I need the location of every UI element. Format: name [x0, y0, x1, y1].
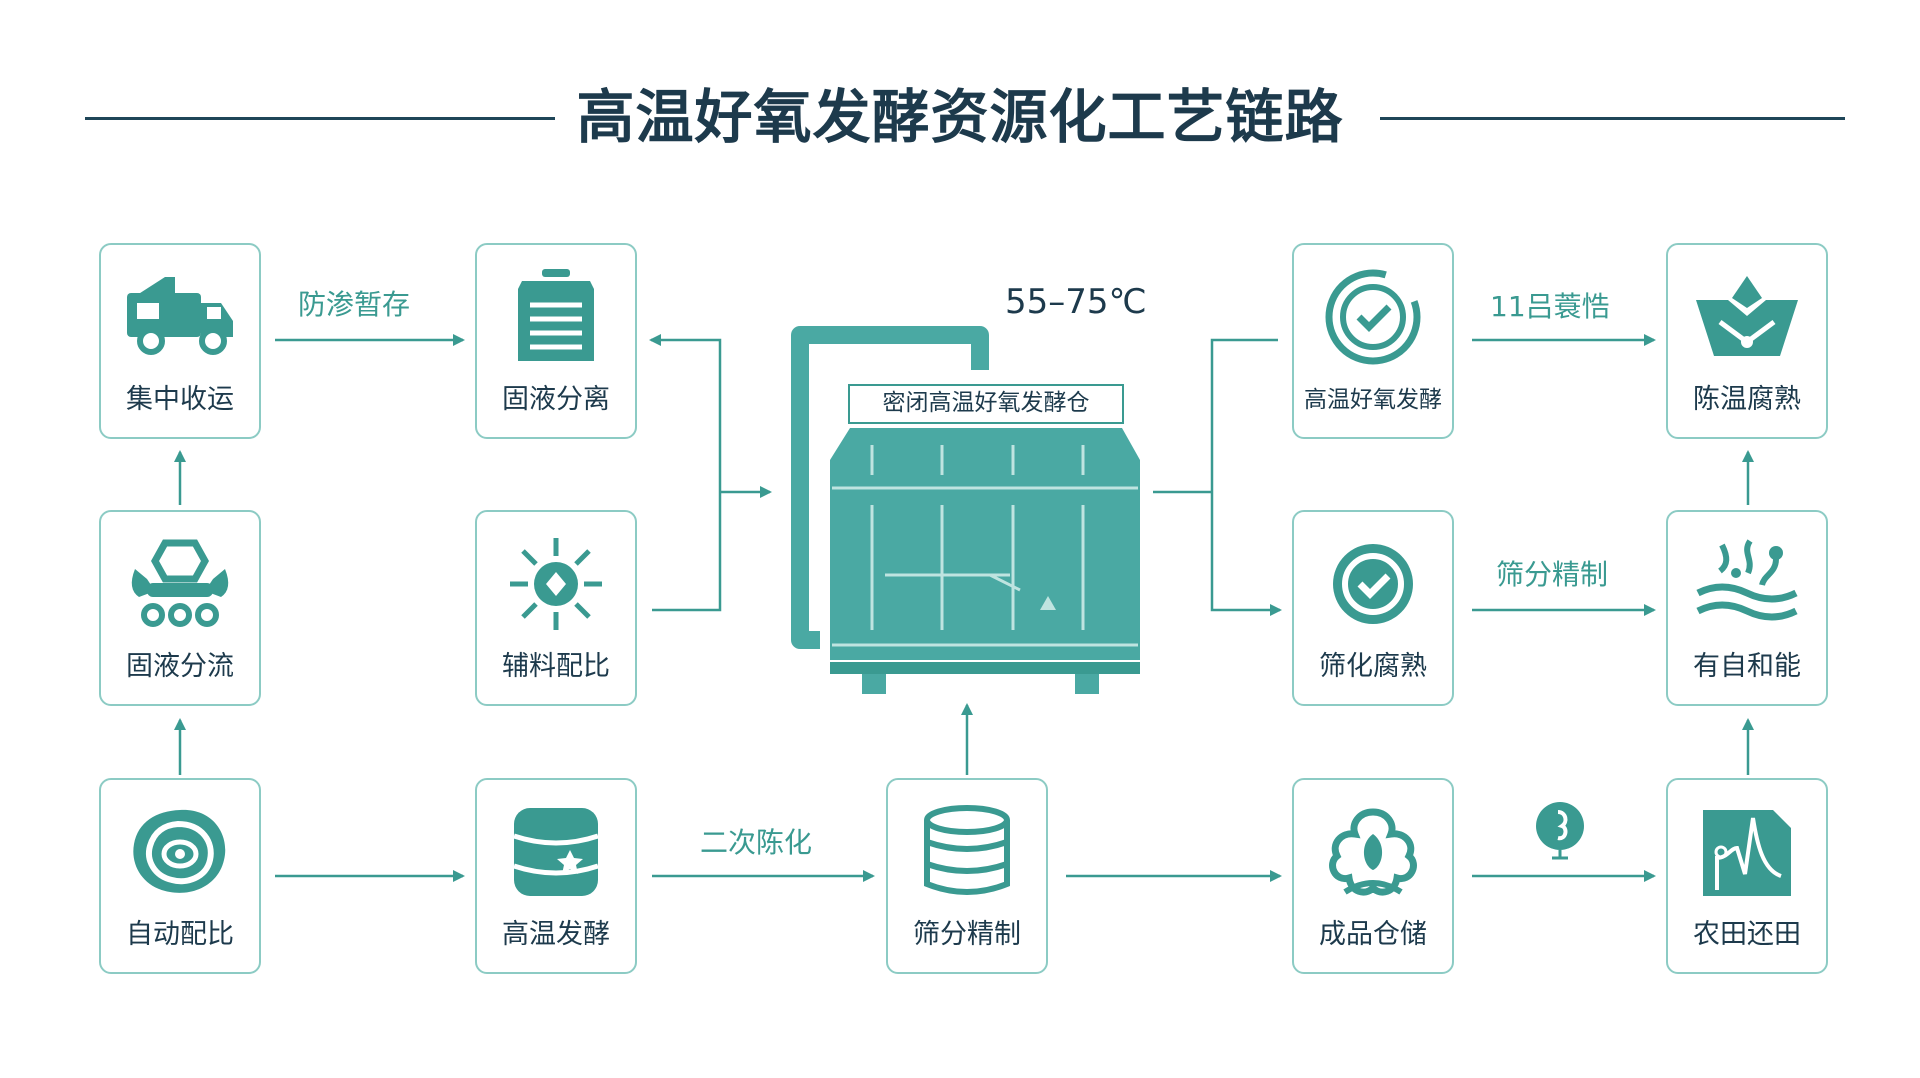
- node-label: 筛化腐熟: [1319, 651, 1427, 682]
- node-label: 成品仓储: [1319, 919, 1427, 950]
- node-label: 自动配比: [126, 919, 234, 950]
- node-storage: 成品仓储: [1292, 778, 1454, 974]
- temperature-label: 55–75℃: [1005, 282, 1147, 322]
- node-screen-mid: 筛分精制: [886, 778, 1048, 974]
- node-screen-mature: 筛化腐熟: [1292, 510, 1454, 706]
- database-icon: [477, 802, 635, 902]
- node-collect: 集中收运: [99, 243, 261, 439]
- edge-label-aerobic-aging: 11吕蓑悎: [1490, 290, 1610, 323]
- page-title: 高温好氧发酵资源化工艺链路: [576, 83, 1344, 151]
- edge-tank-to-aerobic: [1210, 338, 1278, 492]
- node-label: 农田还田: [1693, 919, 1801, 950]
- node-separate: 固液分离: [475, 243, 637, 439]
- basket-icon: [1668, 267, 1826, 367]
- title-rule-left: [85, 117, 555, 120]
- machine-icon: [101, 534, 259, 634]
- node-label: 高温好氧发酵: [1304, 387, 1442, 413]
- check-circle-icon: [1294, 267, 1452, 367]
- node-label: 陈温腐熟: [1693, 384, 1801, 415]
- edge-label-mature-organic: 筛分精制: [1496, 558, 1609, 591]
- flower-icon: [1294, 802, 1452, 902]
- node-ferment: 高温发酵: [475, 778, 637, 974]
- fermentation-tank-icon: [791, 326, 1140, 694]
- tank-icon: [477, 267, 635, 367]
- pin-badge-icon: [1528, 798, 1592, 862]
- truck-icon: [101, 267, 259, 367]
- node-label: 筛分精制: [913, 919, 1021, 950]
- edge-label-collect-separate: 防渗暂存: [298, 288, 411, 321]
- node-aging: 陈温腐熟: [1666, 243, 1828, 439]
- edge-additive-bracket: [649, 334, 722, 612]
- edge-tank-to-mature: [1210, 492, 1282, 616]
- database-icon: [888, 802, 1046, 902]
- node-field: 农田还田: [1666, 778, 1828, 974]
- node-label: 固液分流: [126, 651, 234, 682]
- node-label: 有自和能: [1693, 651, 1801, 682]
- water-icon: [1668, 534, 1826, 634]
- burst-icon: [477, 534, 635, 634]
- node-label: 辅料配比: [502, 651, 610, 682]
- title-rule-right: [1380, 117, 1845, 120]
- node-label: 集中收运: [126, 384, 234, 415]
- node-label: 高温发酵: [502, 919, 610, 950]
- node-auto-ratio: 自动配比: [99, 778, 261, 974]
- node-additive: 辅料配比: [475, 510, 637, 706]
- tank-label: 密闭高温好氧发酵仓: [848, 384, 1124, 424]
- edge-label-ferment-screen: 二次陈化: [700, 826, 813, 859]
- check-badge-icon: [1294, 534, 1452, 634]
- field-icon: [1668, 802, 1826, 902]
- node-aerobic: 高温好氧发酵: [1292, 243, 1454, 439]
- node-split-flow: 固液分流: [99, 510, 261, 706]
- organic-icon: [101, 802, 259, 902]
- node-label: 固液分离: [502, 384, 610, 415]
- node-organic: 有自和能: [1666, 510, 1828, 706]
